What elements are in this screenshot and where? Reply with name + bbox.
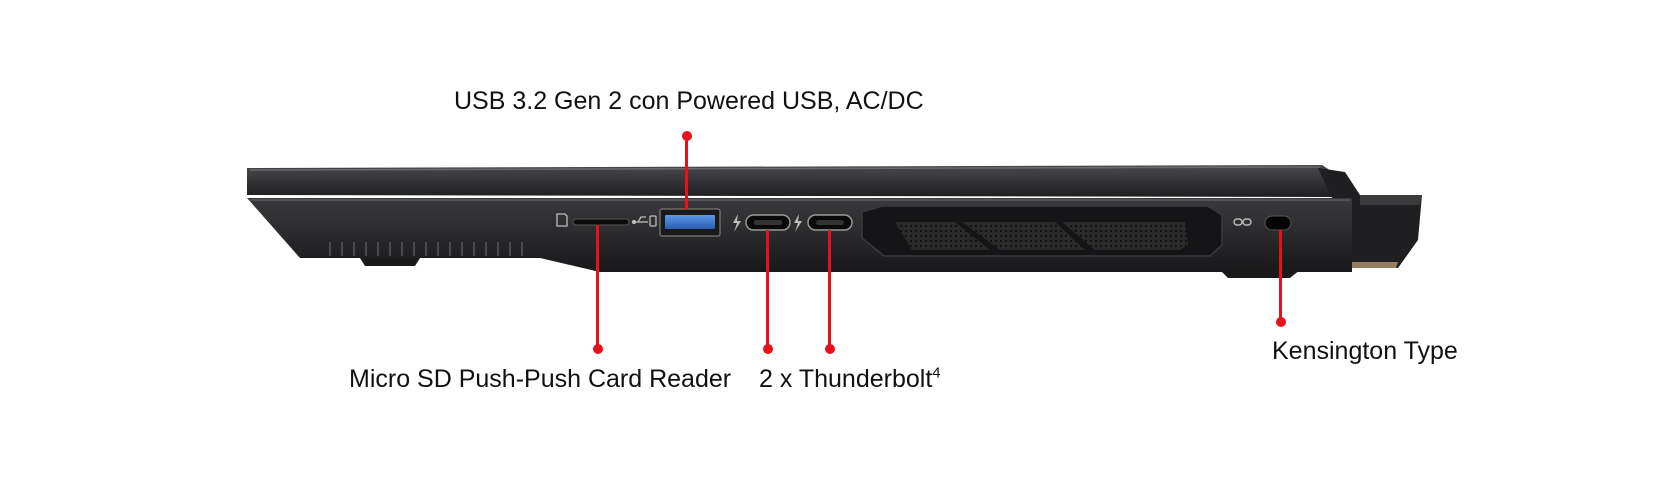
port-panel — [556, 205, 1292, 257]
thunderbolt-icon — [733, 214, 741, 232]
thunderbolt-callout-line-2 — [828, 230, 831, 348]
laptop-lid — [247, 165, 1342, 197]
thunderbolt-label-sup: 4 — [932, 364, 941, 382]
kensington-label: Kensington Type — [1272, 337, 1458, 365]
usb-label: USB 3.2 Gen 2 con Powered USB, AC/DC — [454, 87, 924, 115]
kensington-icon — [1233, 218, 1252, 226]
thunderbolt-callout-dot-1 — [763, 344, 773, 354]
kensington-slot[interactable] — [1264, 215, 1292, 231]
thunderbolt-label-text: 2 x Thunderbolt — [759, 365, 933, 393]
thunderbolt-icon — [794, 214, 802, 232]
hinge — [1318, 168, 1422, 268]
kensington-callout-dot — [1276, 317, 1286, 327]
exhaust-vent — [861, 205, 1223, 257]
thunderbolt-label: 2 x Thunderbolt4 — [759, 364, 941, 393]
usb-icon — [631, 215, 657, 227]
microsd-slot[interactable] — [572, 218, 630, 226]
thunderbolt-callout-dot-2 — [825, 344, 835, 354]
thunderbolt-callout-line-1 — [766, 230, 769, 348]
microsd-callout-dot — [593, 344, 603, 354]
usb-callout-line — [685, 136, 688, 209]
kensington-callout-line — [1279, 230, 1282, 322]
microsd-label: Micro SD Push-Push Card Reader — [349, 365, 732, 393]
usb-a-port[interactable] — [659, 208, 721, 237]
microsd-icon — [556, 213, 568, 227]
microsd-callout-line — [596, 225, 599, 348]
